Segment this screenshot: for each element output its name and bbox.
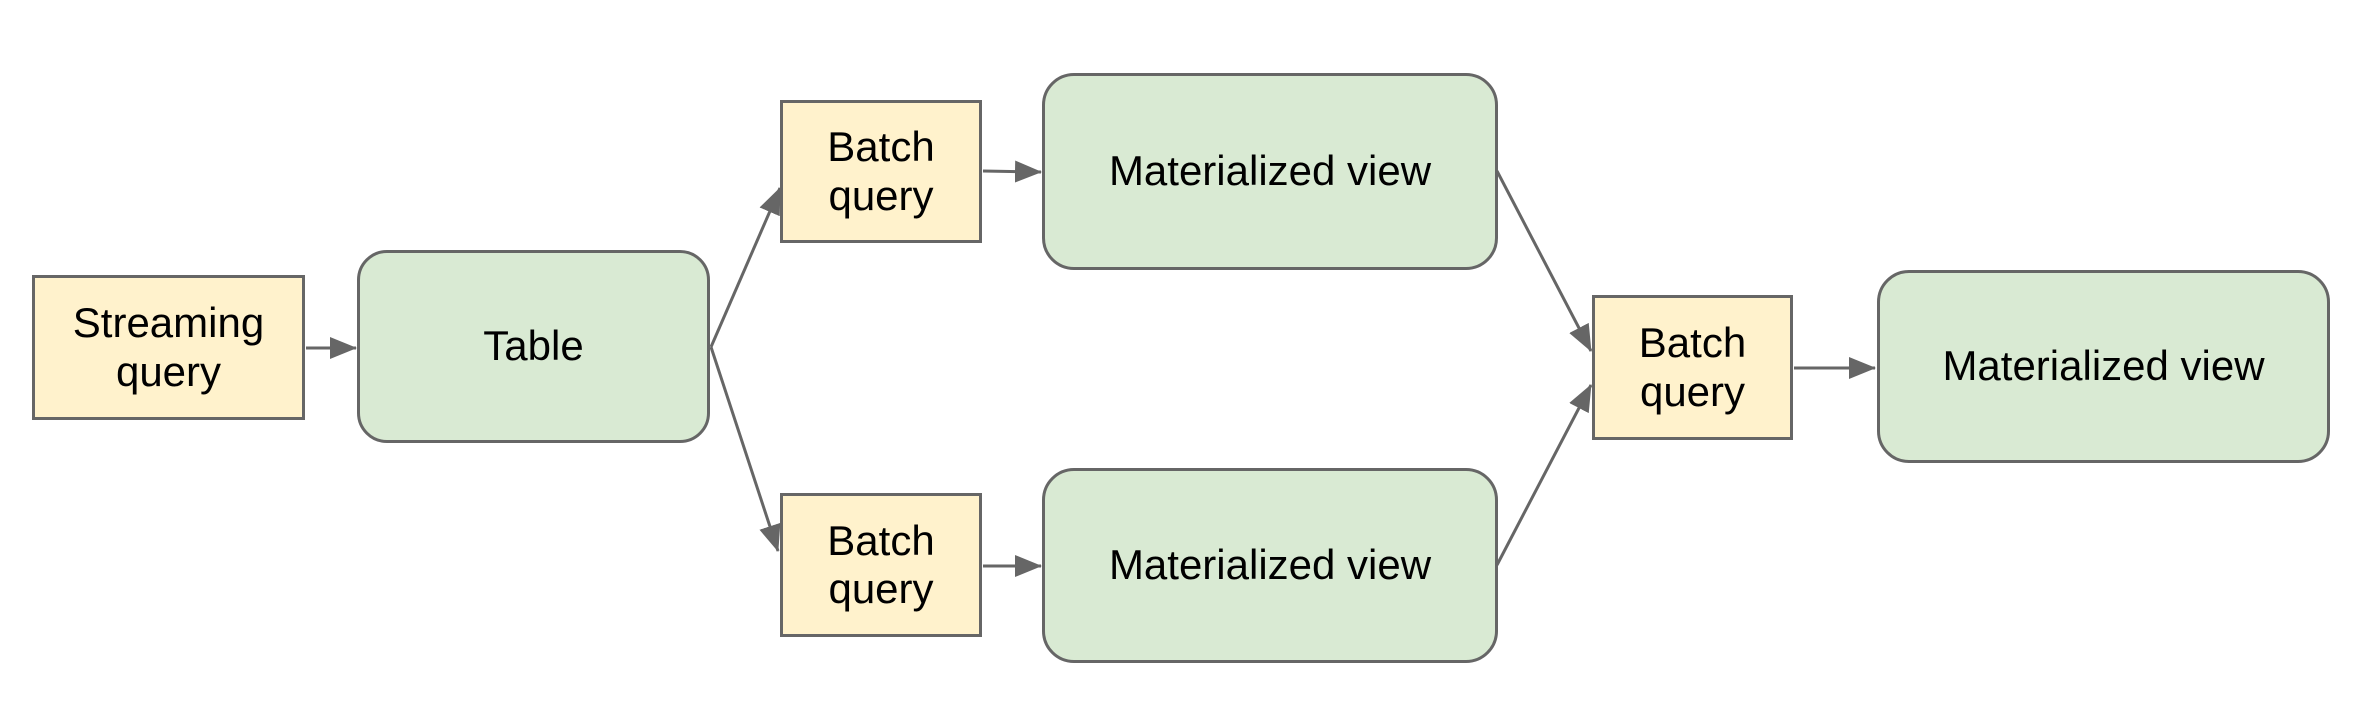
node-batch-query-right-label: Batch query [1638,319,1747,415]
edge-batch-query-top-to-materialized-view-top [982,160,1042,183]
node-materialized-view-bottom-label: Materialized view [1108,541,1432,589]
node-streaming-query: Streaming query [32,275,305,420]
edge-table-to-batch-query-top [709,187,782,348]
node-materialized-view-final-label: Materialized view [1942,342,2265,390]
edge-materialized-view-bottom-to-batch-query-right [1495,384,1593,566]
node-materialized-view-bottom: Materialized view [1042,468,1498,663]
node-table-label: Table [483,322,584,370]
node-batch-query-bottom: Batch query [780,493,982,637]
node-table: Table [357,250,710,443]
edge-table-to-batch-query-bottom [709,346,781,552]
edge-materialized-view-top-to-batch-query-right [1495,170,1593,352]
node-batch-query-top: Batch query [780,100,982,243]
node-batch-query-right: Batch query [1592,295,1793,440]
node-batch-query-bottom-label: Batch query [827,516,935,612]
node-materialized-view-final: Materialized view [1877,270,2330,463]
node-streaming-query-label: Streaming query [72,299,265,395]
node-batch-query-top-label: Batch query [827,123,935,219]
node-materialized-view-top: Materialized view [1042,73,1498,270]
node-materialized-view-top-label: Materialized view [1108,147,1432,195]
